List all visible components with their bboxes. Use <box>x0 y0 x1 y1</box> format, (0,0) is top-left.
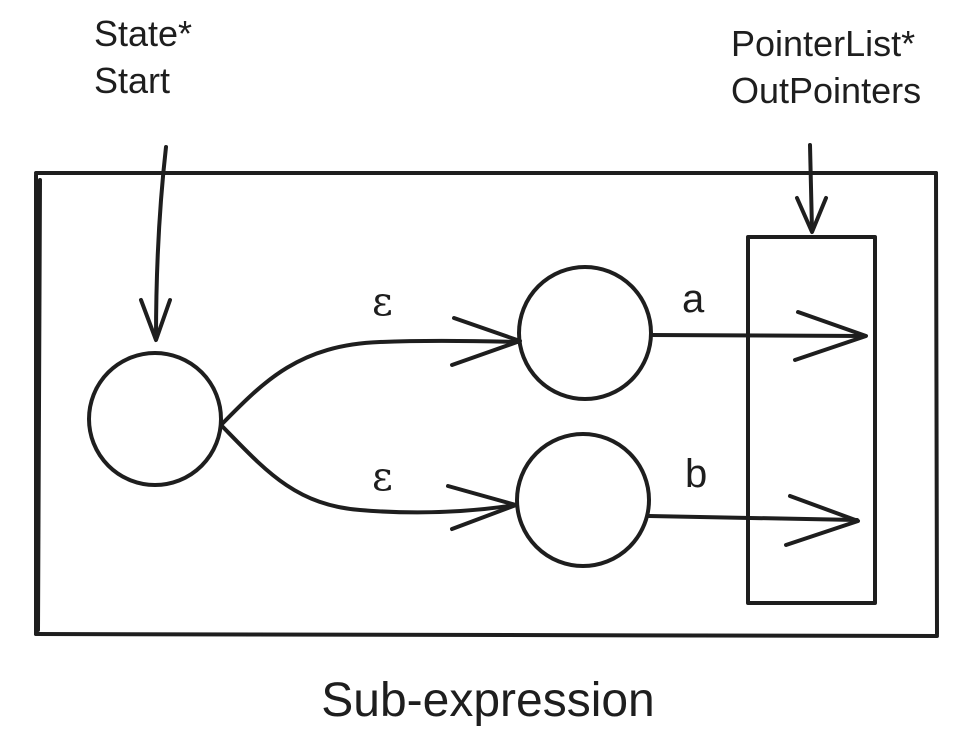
start-pointer-label: State* Start <box>94 10 192 104</box>
start-pointer-arrow <box>139 145 172 342</box>
epsilon-label-upper: ε <box>372 279 393 325</box>
symbol-label-a: a <box>682 277 705 321</box>
start-state <box>87 351 223 487</box>
epsilon-edge-lower <box>219 423 518 531</box>
edge-b <box>647 494 860 547</box>
out-pointers-arrow <box>795 143 828 234</box>
state-b <box>515 432 651 568</box>
symbol-label-b: b <box>685 452 708 496</box>
sub-expression-box <box>34 171 939 638</box>
epsilon-label-lower: ε <box>372 454 393 500</box>
out-name-text: OutPointers <box>731 70 922 111</box>
edge-a <box>649 310 868 362</box>
state-a <box>517 265 653 401</box>
out-pointers-label: PointerList* OutPointers <box>731 20 921 114</box>
epsilon-edge-upper <box>219 316 522 427</box>
out-type-text: PointerList* <box>731 23 916 64</box>
start-type-text: State* <box>94 13 193 54</box>
start-name-text: Start <box>94 60 171 101</box>
out-pointers-box <box>746 235 877 605</box>
diagram-caption: Sub-expression <box>321 674 655 727</box>
